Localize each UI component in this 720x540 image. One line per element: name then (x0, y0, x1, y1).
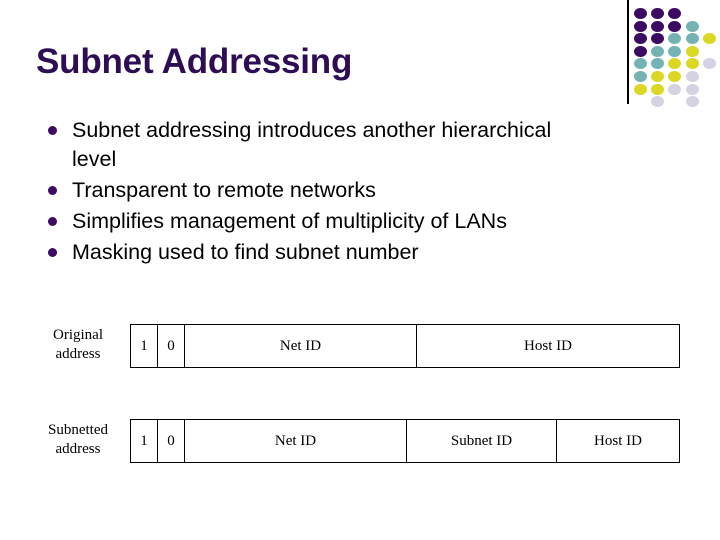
list-item-label: Subnet addressing introduces another hie… (72, 118, 552, 171)
table-cell-bit-1: 1 (131, 325, 158, 367)
decorative-dot (668, 58, 682, 70)
diagram-label-line2: address (55, 346, 101, 362)
diagram-label-original: Original address (30, 326, 126, 364)
diagram-label-subnetted: Subnetted address (30, 421, 126, 459)
decorative-dot (685, 71, 699, 82)
list-item-label: Transparent to remote networks (72, 178, 376, 202)
header-vertical-rule (627, 0, 629, 104)
table-cell-host-id: Host ID (524, 337, 572, 354)
address-format-table: 1 0 Net ID Subnet ID Host ID (130, 419, 680, 463)
table-cell-host-id: Host ID (594, 432, 642, 449)
list-item: Subnet addressing introduces another hie… (40, 116, 680, 174)
disc-bullet-icon (48, 217, 57, 226)
decorative-dot (685, 20, 699, 32)
decorative-dot (668, 8, 682, 19)
decorative-dot (685, 96, 699, 108)
decorative-dot (651, 83, 665, 95)
decorative-dot (702, 58, 716, 70)
diagram-original-address: Original address 1 0 Net ID Host ID (30, 324, 682, 370)
diagram-subnetted-address: Subnetted address 1 0 Net ID Subnet ID H… (30, 419, 682, 465)
decorative-dot (651, 45, 665, 57)
table-cell-net-id: Net ID (185, 420, 407, 462)
list-item-label: Simplifies management of multiplicity of… (72, 209, 507, 233)
table-cell-net-id: Net ID (185, 325, 417, 367)
decorative-dot (634, 8, 647, 19)
decorative-dot (685, 83, 699, 95)
decorative-dot (668, 33, 682, 45)
decorative-dot (651, 8, 665, 19)
table-cell-bit-1: 1 (131, 420, 158, 462)
decorative-dot (651, 33, 665, 45)
table-cell-bit-0: 0 (158, 420, 185, 462)
decorative-dot (634, 45, 647, 57)
decorative-dot (651, 71, 665, 82)
decorative-dot (685, 45, 699, 57)
decorative-dot (634, 20, 647, 32)
decorative-dot (668, 71, 682, 82)
diagram-label-line2: address (55, 441, 101, 457)
list-item-label: Masking used to find subnet number (72, 240, 419, 264)
list-item: Transparent to remote networks (40, 176, 680, 205)
decorative-dot (668, 20, 682, 32)
disc-bullet-icon (48, 248, 57, 257)
decorative-dot (685, 33, 699, 45)
decorative-dot (668, 83, 682, 95)
disc-bullet-icon (48, 186, 57, 195)
decorative-dot (651, 20, 665, 32)
dot-grid-decoration (634, 8, 720, 108)
disc-bullet-icon (48, 126, 57, 135)
decorative-dot (634, 58, 647, 70)
list-item: Masking used to find subnet number (40, 238, 680, 267)
list-item: Simplifies management of multiplicity of… (40, 207, 680, 236)
table-cell-subnet-id: Subnet ID (407, 420, 557, 462)
decorative-dot (651, 96, 665, 108)
decorative-dot (634, 83, 647, 95)
diagram-label-line1: Subnetted (48, 422, 108, 438)
decorative-dot (634, 33, 647, 45)
address-format-table: 1 0 Net ID Host ID (130, 324, 680, 368)
decorative-dot (685, 58, 699, 70)
decorative-dot (668, 45, 682, 57)
bullet-list: Subnet addressing introduces another hie… (40, 116, 680, 269)
decorative-dot (634, 71, 647, 82)
table-cell-bit-0: 0 (158, 325, 185, 367)
decorative-dot (651, 58, 665, 70)
diagram-label-line1: Original (53, 327, 103, 343)
decorative-dot (702, 33, 716, 45)
page-title: Subnet Addressing (36, 42, 353, 81)
